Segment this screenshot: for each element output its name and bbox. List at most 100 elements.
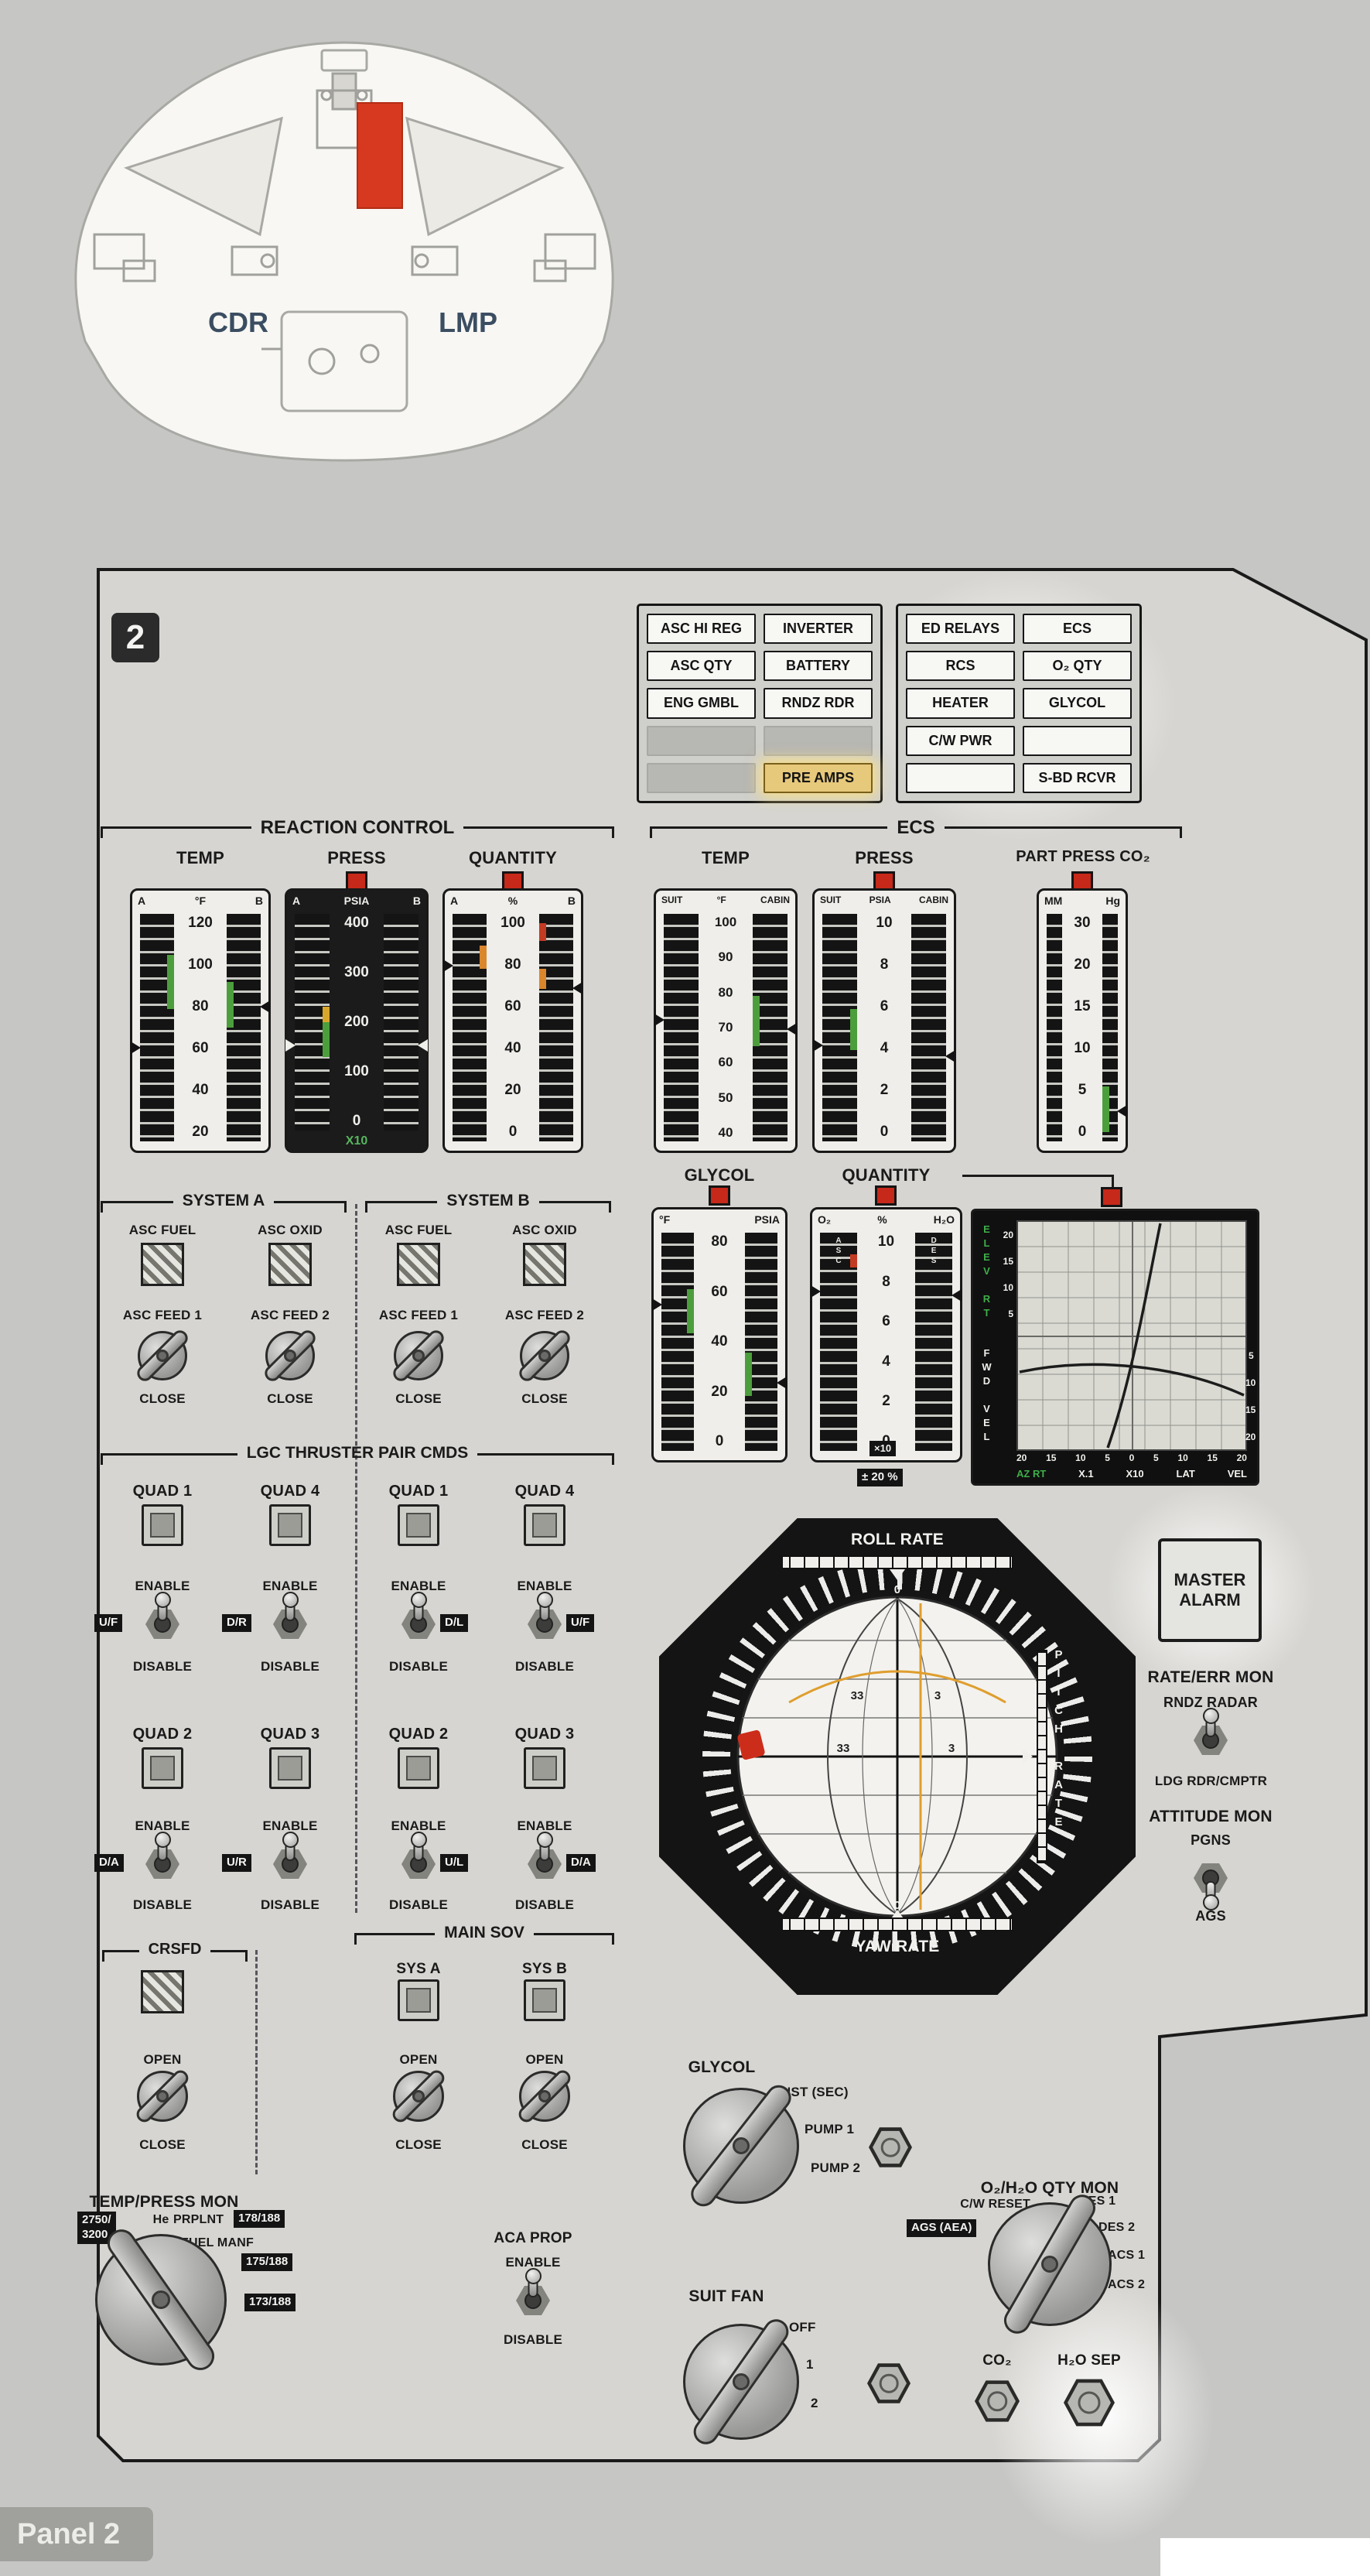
- suit-fan-fastener: [867, 2363, 910, 2403]
- cw-light-asc-hi-reg: ASC HI REG: [647, 614, 756, 645]
- gauge-col: Hg: [1105, 895, 1120, 907]
- sys-b-asc-feed-2-valve[interactable]: [516, 1327, 573, 1384]
- quantity-tolerance-badge: ± 20 %: [857, 1469, 903, 1486]
- panel-2-location-highlight: [357, 102, 403, 209]
- disable-label: DISABLE: [514, 1897, 575, 1912]
- quad-3-toggle[interactable]: [527, 1835, 562, 1893]
- fdai-sphere: 33 3 33 3: [736, 1596, 1058, 1917]
- attitude-mon-toggle[interactable]: [1193, 1849, 1228, 1907]
- glycol-pump-selector[interactable]: [683, 2080, 799, 2212]
- rndz-radar-label: RNDZ RADAR: [1163, 1695, 1258, 1710]
- cw-light-blank: [647, 762, 756, 793]
- forward-hatch: [280, 310, 408, 412]
- main-sov-header: MAIN SOV: [354, 1924, 614, 1945]
- tick: 30: [1074, 915, 1091, 931]
- temp-press-mon-selector[interactable]: [95, 2224, 227, 2376]
- sys-a-asc-oxid-talkback: [268, 1243, 312, 1286]
- reaction-control-header: REACTION CONTROL: [101, 817, 614, 839]
- main-sov-sys-b-button[interactable]: [524, 1979, 565, 2021]
- x10-label: X10: [1126, 1468, 1144, 1480]
- quad-1-toggle[interactable]: [401, 1596, 436, 1653]
- sys-b-asc-feed-1-valve[interactable]: [390, 1327, 447, 1384]
- enable-label: ENABLE: [135, 1818, 190, 1833]
- tick: 40: [711, 1333, 728, 1350]
- aca-prop-title: ACA PROP: [494, 2230, 572, 2246]
- thruster-pair-badge: U/F: [566, 1614, 595, 1632]
- gauge-tape: [753, 914, 787, 1141]
- open-label: OPEN: [399, 2052, 438, 2067]
- quantity-multiplier-badge: ×10: [869, 1441, 897, 1457]
- system-b-header: SYSTEM B: [365, 1192, 612, 1213]
- xpointer-bracket-tick: [1112, 1175, 1114, 1187]
- fdai-roll-error-flag: [737, 1729, 765, 1760]
- quad-4-button[interactable]: [269, 1504, 311, 1546]
- quad-2-toggle[interactable]: [145, 1835, 180, 1893]
- gauge-col: H₂O: [933, 1213, 955, 1226]
- o2-h2o-qty-mon-selector[interactable]: [988, 2190, 1112, 2338]
- gauge-tape: [661, 1233, 694, 1451]
- quad-3-toggle[interactable]: [272, 1835, 308, 1893]
- ags-label: AGS: [1195, 1908, 1226, 1924]
- quad-3-button[interactable]: [269, 1747, 311, 1789]
- tick: 100: [344, 1063, 369, 1079]
- main-sov-sys-b-valve[interactable]: [515, 2067, 574, 2126]
- crsfd-valve[interactable]: [133, 2067, 192, 2126]
- aca-prop-toggle[interactable]: [515, 2272, 551, 2329]
- caution-lights-right-panel: ED RELAYS ECS RCS O₂ QTY HEATER GLYCOL C…: [896, 604, 1142, 803]
- h2o-sep-label: H₂O SEP: [1057, 2352, 1121, 2369]
- quad-1-button[interactable]: [398, 1504, 439, 1546]
- cw-light-glycol: GLYCOL: [1023, 688, 1132, 719]
- gauge-col: SUIT: [820, 895, 842, 905]
- tick: 100: [188, 956, 213, 973]
- gauge-col: B: [567, 895, 576, 907]
- master-alarm-line1: MASTER: [1174, 1569, 1246, 1589]
- quad-4-button[interactable]: [524, 1504, 565, 1546]
- gauge-col: PSIA: [869, 895, 891, 905]
- tick: 5: [1078, 1082, 1087, 1098]
- pump-2-label: PUMP 2: [811, 2160, 861, 2175]
- gauge-tape: [295, 914, 330, 1131]
- tick: 0: [715, 1433, 724, 1449]
- tick: 40: [504, 1040, 521, 1056]
- tick: 80: [504, 956, 521, 973]
- scale-num: 20: [1016, 1452, 1027, 1463]
- disable-label: DISABLE: [514, 1659, 575, 1674]
- sys-a-asc-feed-1-valve[interactable]: [134, 1327, 191, 1384]
- tick: 10: [877, 1233, 895, 1250]
- quad-3-button[interactable]: [524, 1747, 565, 1789]
- quad-1-toggle[interactable]: [145, 1596, 180, 1653]
- section-title: CRSFD: [148, 1941, 202, 1958]
- master-alarm-button[interactable]: MASTER ALARM: [1158, 1538, 1262, 1642]
- cw-reset-label: C/W RESET: [960, 2198, 1030, 2211]
- crsfd-header: CRSFD: [102, 1941, 248, 1962]
- quad-4-toggle[interactable]: [527, 1596, 562, 1653]
- main-sov-sys-a-valve[interactable]: [389, 2067, 448, 2126]
- thruster-pair-badge: D/A: [566, 1854, 596, 1872]
- quad-4-toggle[interactable]: [272, 1596, 308, 1653]
- quad-2-button[interactable]: [398, 1747, 439, 1789]
- temp-press-mon-title: TEMP/PRESS MON: [89, 2193, 239, 2211]
- h2o-sep-valve[interactable]: [1064, 2379, 1115, 2427]
- des-2-label: DES 2: [1098, 2221, 1136, 2234]
- tick: 0: [1078, 1124, 1087, 1140]
- suit-fan-title: SUIT FAN: [688, 2287, 764, 2305]
- quad-2-toggle[interactable]: [401, 1835, 436, 1893]
- ags-aea-badge: AGS (AEA): [907, 2219, 977, 2237]
- sys-a-asc-feed-2-valve[interactable]: [261, 1327, 319, 1384]
- crsfd-talkback: [141, 1970, 184, 2013]
- quad-2-button[interactable]: [142, 1747, 183, 1789]
- sys-a-asc-fuel-label: ASC FUEL: [128, 1223, 196, 1237]
- thruster-pair-badge: D/L: [440, 1614, 469, 1632]
- tick: 40: [192, 1082, 209, 1098]
- disable-label: DISABLE: [388, 1897, 449, 1912]
- section-title: SYSTEM B: [446, 1192, 530, 1209]
- rate-err-mon-toggle[interactable]: [1193, 1712, 1228, 1769]
- open-label: OPEN: [143, 2052, 182, 2067]
- enable-label: ENABLE: [505, 2255, 561, 2270]
- main-sov-sys-a-button[interactable]: [398, 1979, 439, 2021]
- suit-fan-selector[interactable]: [683, 2314, 799, 2449]
- tick: 300: [344, 964, 369, 980]
- quad-1-button[interactable]: [142, 1504, 183, 1546]
- cw-light-ed-relays: ED RELAYS: [906, 614, 1015, 645]
- sys-b-asc-fuel-talkback: [397, 1243, 440, 1286]
